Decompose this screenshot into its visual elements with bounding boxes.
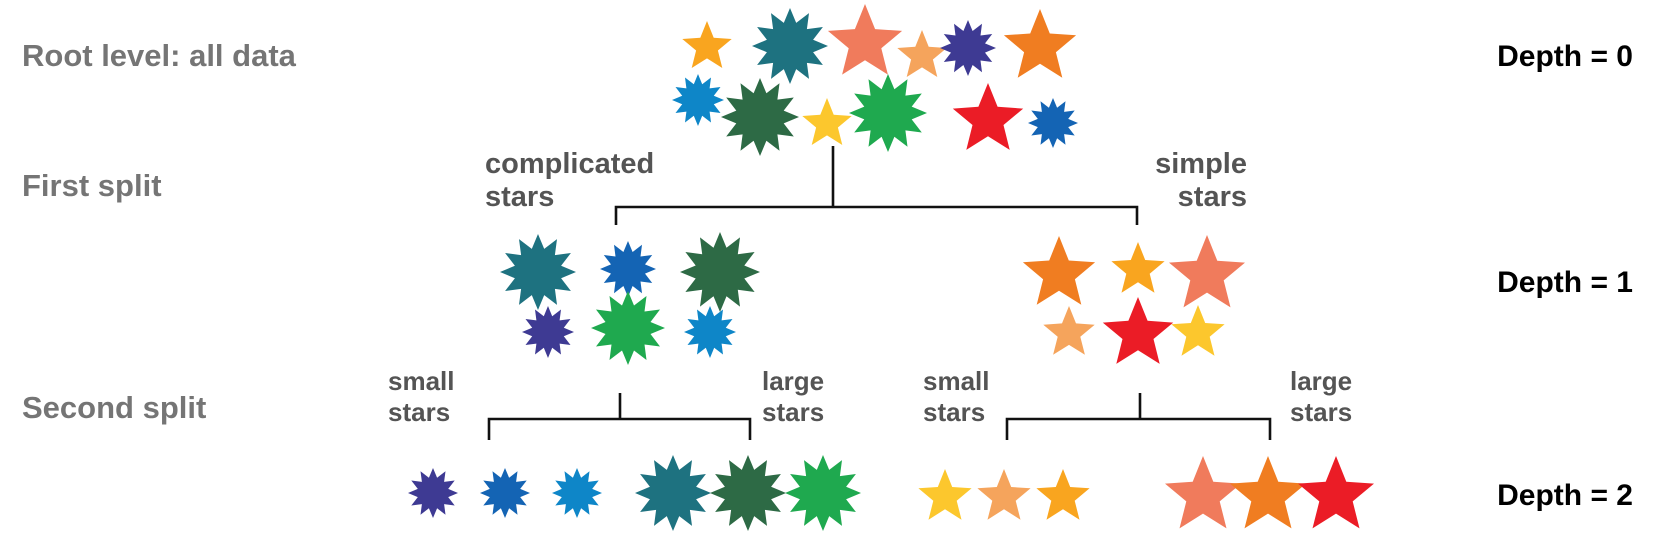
- depth2-small-complicated-cluster: [408, 468, 602, 518]
- branch-label-line: stars: [388, 397, 451, 427]
- complicated-star-indigo-icon: [522, 306, 574, 358]
- simple-star-orange-icon: [1003, 9, 1077, 78]
- depth-1-label: Depth = 1: [1497, 266, 1633, 299]
- branch-label-line: complicated: [485, 148, 655, 180]
- depth2-small-simple-cluster: [918, 469, 1090, 520]
- root-cluster-all-data: [672, 4, 1078, 156]
- complicated-star-dark-green-icon: [721, 78, 799, 156]
- depth-2-label: Depth = 2: [1497, 479, 1633, 512]
- branch-label-line: simple: [1155, 148, 1247, 180]
- simple-star-amber-icon: [1036, 469, 1090, 520]
- simple-star-red-icon: [952, 83, 1024, 150]
- branch-label-line: large: [762, 366, 825, 396]
- depth2-large-simple-cluster: [1165, 456, 1374, 529]
- simple-star-yellow-icon: [802, 98, 852, 145]
- left-large-stars-branch-label: large stars: [762, 366, 824, 428]
- simple-star-orange-icon: [1230, 456, 1306, 529]
- simple-star-yellow-icon: [918, 469, 972, 520]
- complicated-star-dark-green-icon: [680, 232, 760, 312]
- simple-star-red-icon: [1298, 456, 1374, 529]
- complicated-star-teal-icon: [500, 234, 576, 310]
- complicated-star-green-icon: [785, 455, 861, 531]
- depth2-large-complicated-cluster: [635, 455, 861, 531]
- complicated-star-light-blue-icon: [552, 468, 602, 518]
- simple-star-amber-icon: [682, 21, 732, 68]
- right-small-stars-branch-label: small stars: [923, 366, 990, 428]
- complicated-star-navy-icon: [600, 241, 656, 297]
- complicated-star-light-blue-icon: [684, 306, 736, 358]
- branch-label-line: large: [1290, 366, 1353, 396]
- root-level-label: Root level: all data: [22, 38, 296, 73]
- branch-label-line: small: [388, 366, 455, 396]
- complicated-star-green-icon: [591, 291, 665, 365]
- simple-star-salmon-icon: [1165, 456, 1241, 529]
- complicated-star-light-blue-icon: [672, 74, 724, 126]
- second-split-label: Second split: [22, 390, 207, 425]
- right-large-stars-branch-label: large stars: [1290, 366, 1352, 428]
- complicated-star-teal-icon: [752, 8, 828, 84]
- branch-label-line: stars: [762, 397, 825, 427]
- simple-star-salmon-icon: [827, 4, 903, 75]
- complicated-star-teal-icon: [635, 455, 711, 531]
- depth1-complicated-cluster: [500, 232, 760, 365]
- left-small-stars-branch-label: small stars: [388, 366, 455, 428]
- simple-star-orange-icon: [1022, 236, 1096, 305]
- complicated-star-navy-icon: [1028, 98, 1078, 148]
- complicated-star-dark-green-icon: [710, 455, 786, 531]
- first-split-label: First split: [22, 168, 162, 203]
- simple-star-light-orange-icon: [897, 30, 947, 77]
- simple-star-light-orange-icon: [1043, 306, 1095, 355]
- complicated-stars-branch-label: complicated stars: [485, 148, 654, 214]
- branch-label-line: stars: [1290, 397, 1353, 427]
- simple-star-amber-icon: [1111, 242, 1165, 293]
- complicated-star-indigo-icon: [408, 468, 458, 518]
- branch-label-line: stars: [485, 181, 555, 213]
- second-split-left-bracket: [487, 393, 752, 440]
- branch-label-line: stars: [1177, 181, 1247, 213]
- branch-label-line: stars: [923, 397, 986, 427]
- simple-star-salmon-icon: [1169, 235, 1245, 308]
- depth1-simple-cluster: [1022, 235, 1245, 364]
- simple-stars-branch-label: simple stars: [1155, 148, 1247, 214]
- complicated-star-navy-icon: [480, 468, 530, 518]
- simple-star-light-orange-icon: [977, 469, 1031, 520]
- second-split-right-bracket: [1005, 393, 1272, 440]
- depth-0-label: Depth = 0: [1497, 40, 1633, 73]
- complicated-star-green-icon: [849, 74, 927, 152]
- first-split-bracket: [614, 146, 1139, 225]
- simple-star-red-icon: [1102, 297, 1174, 364]
- simple-star-yellow-icon: [1171, 305, 1225, 356]
- complicated-star-indigo-icon: [940, 20, 996, 76]
- branch-label-line: small: [923, 366, 990, 396]
